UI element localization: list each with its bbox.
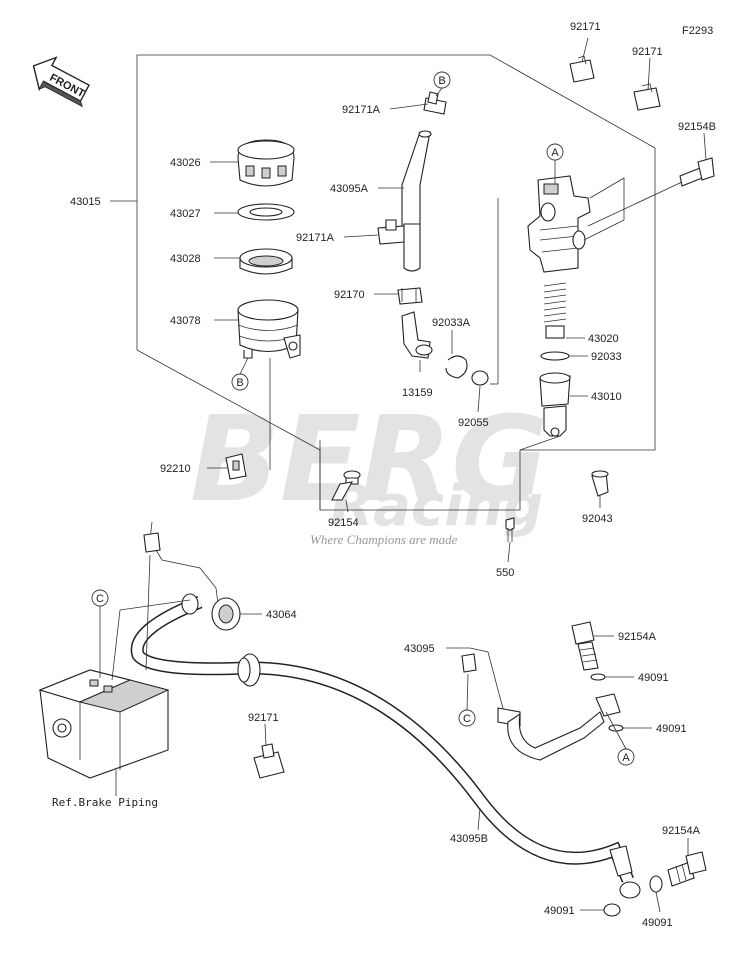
leader-lines	[111, 37, 707, 913]
piston-43010	[539, 372, 571, 437]
hose-grommet-upper	[181, 593, 199, 615]
hose-grommet-middle	[237, 653, 261, 687]
label-92171-low: 92171	[248, 712, 279, 724]
front-arrow-icon: FRONT	[32, 56, 90, 108]
label-49091-4: 49091	[642, 917, 673, 929]
label-92043: 92043	[582, 513, 613, 525]
svg-text:B: B	[236, 377, 243, 389]
reservoir-diaphragm	[239, 248, 293, 275]
hose-clamp-upper	[423, 91, 447, 115]
label-550: 550	[496, 567, 514, 579]
callout-a-lower: A	[605, 711, 635, 766]
label-43010: 43010	[591, 391, 622, 403]
hose-clamp-92171-top2	[633, 83, 661, 111]
label-49091-3: 49091	[544, 905, 575, 917]
label-92154: 92154	[328, 517, 359, 529]
svg-text:C: C	[463, 713, 471, 725]
svg-text:A: A	[622, 752, 630, 764]
label-43020: 43020	[588, 333, 619, 345]
reservoir-clamp	[225, 453, 247, 480]
label-43095a: 43095A	[330, 183, 369, 195]
label-43064: 43064	[266, 609, 297, 621]
circlip-92033	[540, 351, 570, 361]
label-92171-top1: 92171	[570, 21, 601, 33]
label-92171a-1: 92171A	[342, 104, 381, 116]
ref-brake-piping-label: Ref.Brake Piping	[52, 796, 158, 809]
label-92154b: 92154B	[678, 121, 716, 133]
berg-racing-watermark: BERG Racing	[190, 390, 548, 539]
svg-text:C: C	[96, 593, 104, 605]
hose-clamp-middle	[377, 219, 405, 245]
label-49091-1: 49091	[638, 672, 669, 684]
label-92033a: 92033A	[432, 317, 471, 329]
grommet-43064	[211, 597, 241, 631]
label-92171-top2: 92171	[632, 46, 663, 58]
o-ring-92055	[471, 370, 489, 386]
assembly-outline	[136, 54, 656, 511]
spring-43020	[543, 282, 567, 339]
callout-a-top: A	[546, 143, 564, 184]
label-43095b: 43095B	[450, 833, 488, 845]
label-92033: 92033	[591, 351, 622, 363]
bolt-92154b	[587, 157, 715, 227]
label-13159: 13159	[402, 387, 433, 399]
svg-text:A: A	[551, 147, 559, 159]
hose-clamp-92171-top1	[569, 55, 595, 83]
label-49091-2: 49091	[656, 723, 687, 735]
watermark-tagline: Where Champions are made	[310, 532, 458, 547]
washer-49091-c	[649, 875, 663, 893]
label-43078: 43078	[170, 315, 201, 327]
part-labels: 92171 92171 92154B 92171A 43026 43095A 4…	[70, 21, 716, 929]
reservoir-cap	[237, 139, 295, 187]
hose-joint-13159	[401, 311, 433, 359]
bolt-92154a-upper	[571, 621, 599, 671]
abs-hydraulic-unit	[38, 669, 170, 779]
callout-b-lower: B	[231, 357, 249, 391]
label-43028: 43028	[170, 253, 201, 265]
cotter-pin-550	[505, 517, 515, 542]
hose-clip-92170	[397, 287, 423, 305]
circlip-92033a	[445, 355, 468, 379]
label-92154a-2: 92154A	[662, 825, 701, 837]
label-43027: 43027	[170, 208, 201, 220]
hose-lower-segment	[403, 223, 421, 272]
watermark-brand: BERG	[190, 390, 548, 528]
label-43015: 43015	[70, 196, 101, 208]
reservoir-plate	[237, 203, 295, 221]
label-92170: 92170	[334, 289, 365, 301]
figure-code: F2293	[682, 25, 713, 37]
brake-pipe-43095	[461, 647, 621, 761]
reservoir-hose	[401, 130, 432, 236]
master-cylinder-body	[527, 175, 625, 273]
label-92154a-1: 92154A	[618, 631, 657, 643]
hose-clamp-92171-low	[253, 743, 285, 779]
callout-c-unit: C	[91, 589, 109, 678]
pin-92043	[591, 470, 609, 497]
label-92171a-2: 92171A	[296, 232, 335, 244]
reservoir-body	[237, 299, 301, 359]
label-43095: 43095	[404, 643, 435, 655]
callout-b-top: B	[433, 71, 451, 97]
label-92055: 92055	[458, 417, 489, 429]
washer-49091-a	[590, 673, 606, 681]
label-43026: 43026	[170, 157, 201, 169]
label-92210: 92210	[160, 463, 191, 475]
svg-text:B: B	[438, 75, 445, 87]
bolt-92154a-lower	[667, 851, 707, 887]
callout-c-pipe: C	[458, 673, 476, 727]
washer-49091-d	[603, 903, 621, 917]
lower-banjo	[609, 845, 641, 899]
bolt-92154	[331, 470, 361, 501]
